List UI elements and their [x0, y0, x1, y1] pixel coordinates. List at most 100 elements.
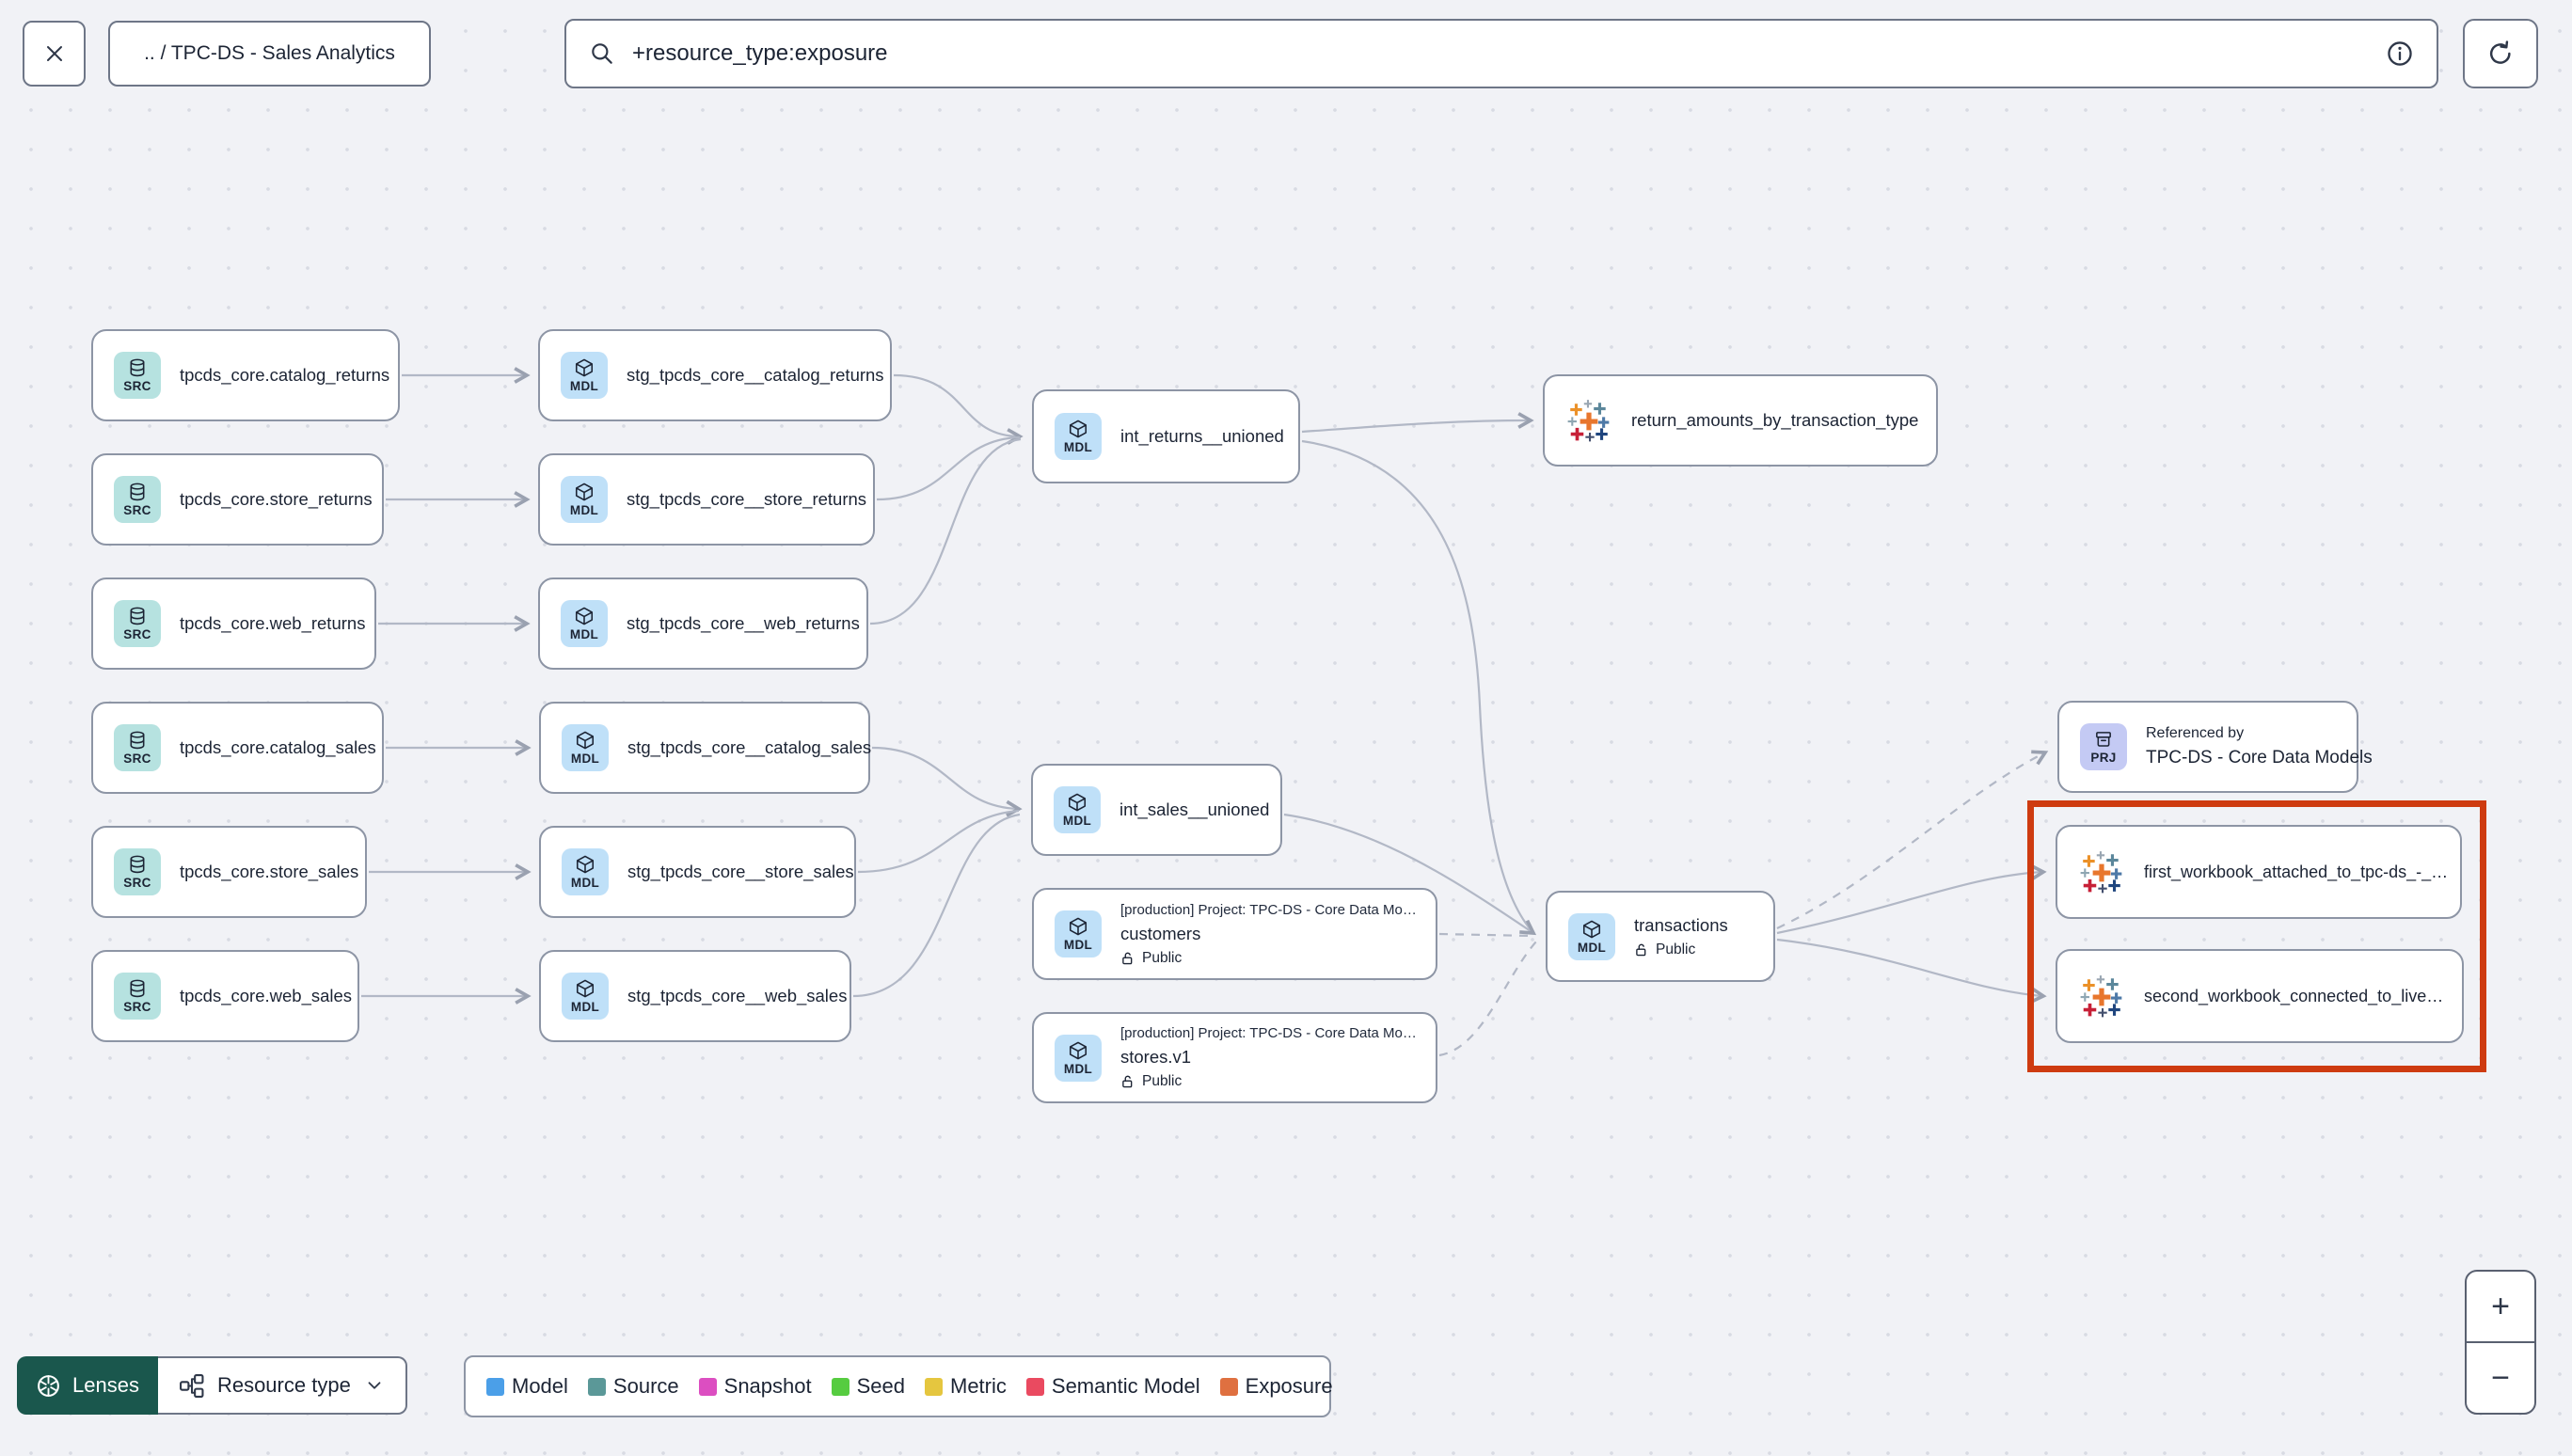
- node-tpcds-core-web-returns[interactable]: SRC tpcds_core.web_returns: [91, 578, 376, 670]
- node-label: tpcds_core.store_returns: [180, 489, 373, 509]
- legend-item-metric: Metric: [925, 1374, 1007, 1399]
- zoom-out-button[interactable]: −: [2491, 1359, 2510, 1396]
- node-customers[interactable]: MDL [production] Project: TPC-DS - Core …: [1032, 888, 1437, 980]
- node-access: Public: [1634, 942, 1728, 958]
- node-stg-store-sales[interactable]: MDL stg_tpcds_core__store_sales: [539, 826, 856, 918]
- resource-type-label: Resource type: [216, 1373, 351, 1397]
- source-badge: SRC: [114, 724, 161, 771]
- cube-icon: [1068, 1040, 1088, 1061]
- tableau-icon: [2078, 973, 2125, 1020]
- node-label: tpcds_core.store_sales: [180, 862, 359, 881]
- node-label: stg_tpcds_core__store_sales: [627, 862, 854, 881]
- legend-item-model: Model: [486, 1374, 568, 1399]
- tableau-icon: [2078, 848, 2125, 895]
- node-transactions[interactable]: MDL transactions Public: [1546, 891, 1775, 982]
- node-label: int_sales__unioned: [1119, 799, 1270, 819]
- node-label: tpcds_core.catalog_sales: [180, 737, 376, 757]
- cube-icon: [575, 730, 595, 751]
- node-tpcds-core-store-sales[interactable]: SRC tpcds_core.store_sales: [91, 826, 367, 918]
- project-badge: PRJ: [2080, 723, 2127, 770]
- source-swatch: [587, 1377, 606, 1396]
- model-badge: MDL: [561, 600, 608, 647]
- model-badge: MDL: [1568, 912, 1615, 960]
- database-icon: [127, 854, 148, 875]
- node-label: customers: [1120, 923, 1201, 943]
- tableau-icon: [1565, 397, 1612, 444]
- node-stg-store-returns[interactable]: MDL stg_tpcds_core__store_returns: [538, 453, 875, 546]
- source-badge: SRC: [114, 476, 161, 523]
- node-stg-catalog-sales[interactable]: MDL stg_tpcds_core__catalog_sales: [539, 702, 871, 794]
- resource-type-dropdown[interactable]: Resource type: [157, 1356, 407, 1415]
- source-badge: SRC: [114, 848, 161, 895]
- model-badge: MDL: [562, 724, 609, 771]
- node-access: Public: [1120, 950, 1417, 967]
- database-icon: [127, 606, 148, 626]
- close-icon: [46, 46, 62, 61]
- legend-item-semantic-model: Semantic Model: [1025, 1374, 1200, 1399]
- node-tpcds-core-web-sales[interactable]: SRC tpcds_core.web_sales: [91, 950, 359, 1042]
- database-icon: [127, 978, 148, 999]
- node-stg-web-returns[interactable]: MDL stg_tpcds_core__web_returns: [538, 578, 868, 670]
- node-label: transactions: [1634, 914, 1728, 935]
- node-stg-catalog-returns[interactable]: MDL stg_tpcds_core__catalog_returns: [538, 329, 892, 421]
- refresh-button[interactable]: [2463, 19, 2538, 88]
- chevron-down-icon: [368, 1382, 381, 1389]
- source-badge: SRC: [114, 973, 161, 1020]
- node-label: tpcds_core.catalog_returns: [180, 365, 390, 385]
- cube-icon: [1068, 916, 1088, 937]
- cube-icon: [575, 854, 595, 875]
- archive-box-icon: [2093, 729, 2114, 750]
- resource-type-icon: [179, 1373, 204, 1398]
- node-label: int_returns__unioned: [1120, 426, 1284, 446]
- node-return-amounts-by-transaction-type[interactable]: return_amounts_by_transaction_type: [1543, 374, 1938, 467]
- node-referenced-by-project[interactable]: PRJ Referenced by TPC-DS - Core Data Mod…: [2057, 701, 2373, 793]
- model-badge: MDL: [562, 848, 609, 895]
- lock-open-icon: [1120, 1074, 1135, 1089]
- node-label: stg_tpcds_core__store_returns: [627, 489, 867, 509]
- refresh-icon: [2489, 40, 2511, 64]
- referenced-by-label: Referenced by: [2146, 725, 2245, 741]
- model-swatch: [486, 1377, 504, 1396]
- cube-icon: [1067, 792, 1088, 813]
- breadcrumb[interactable]: .. / TPC-DS - Sales Analytics: [108, 21, 431, 87]
- node-tpcds-core-store-returns[interactable]: SRC tpcds_core.store_returns: [91, 453, 384, 546]
- cube-icon: [1581, 919, 1602, 940]
- legend-item-source: Source: [587, 1374, 679, 1399]
- node-stg-web-sales[interactable]: MDL stg_tpcds_core__web_sales: [539, 950, 851, 1042]
- cube-icon: [574, 357, 595, 378]
- lock-open-icon: [1634, 942, 1649, 957]
- source-badge: SRC: [114, 600, 161, 647]
- node-tpcds-core-catalog-returns[interactable]: SRC tpcds_core.catalog_returns: [91, 329, 400, 421]
- search-input[interactable]: [630, 40, 2371, 68]
- node-second-workbook[interactable]: second_workbook_connected_to_live…: [2056, 949, 2464, 1043]
- aperture-icon: [38, 1374, 59, 1397]
- node-first-workbook[interactable]: first_workbook_attached_to_tpc-ds_-_…: [2056, 825, 2462, 919]
- node-int-returns-unioned[interactable]: MDL int_returns__unioned: [1032, 389, 1300, 483]
- search-bar[interactable]: [564, 19, 2438, 88]
- legend-item-snapshot: Snapshot: [698, 1374, 812, 1399]
- model-badge: MDL: [561, 476, 608, 523]
- breadcrumb-label: .. / TPC-DS - Sales Analytics: [144, 42, 395, 64]
- seed-swatch: [831, 1377, 849, 1396]
- node-label: stores.v1: [1120, 1047, 1192, 1067]
- node-tpcds-core-catalog-sales[interactable]: SRC tpcds_core.catalog_sales: [91, 702, 384, 794]
- model-badge: MDL: [1055, 413, 1102, 460]
- close-button[interactable]: [23, 21, 86, 87]
- node-int-sales-unioned[interactable]: MDL int_sales__unioned: [1031, 764, 1282, 856]
- metric-swatch: [925, 1377, 943, 1396]
- snapshot-swatch: [698, 1377, 717, 1396]
- node-project-line: [production] Project: TPC-DS - Core Data…: [1120, 1025, 1417, 1041]
- cube-icon: [574, 482, 595, 502]
- cube-icon: [1068, 419, 1088, 439]
- info-icon[interactable]: [2386, 40, 2414, 68]
- node-label: stg_tpcds_core__web_returns: [627, 613, 860, 633]
- node-stores-v1[interactable]: MDL [production] Project: TPC-DS - Core …: [1032, 1012, 1437, 1103]
- zoom-in-button[interactable]: +: [2467, 1272, 2534, 1343]
- legend-item-exposure: Exposure: [1219, 1374, 1333, 1399]
- lenses-button[interactable]: Lenses: [17, 1356, 158, 1415]
- node-label: stg_tpcds_core__catalog_returns: [627, 365, 884, 385]
- node-access: Public: [1120, 1073, 1417, 1090]
- node-label: TPC-DS - Core Data Models: [2146, 748, 2373, 768]
- zoom-controls: + −: [2465, 1270, 2536, 1415]
